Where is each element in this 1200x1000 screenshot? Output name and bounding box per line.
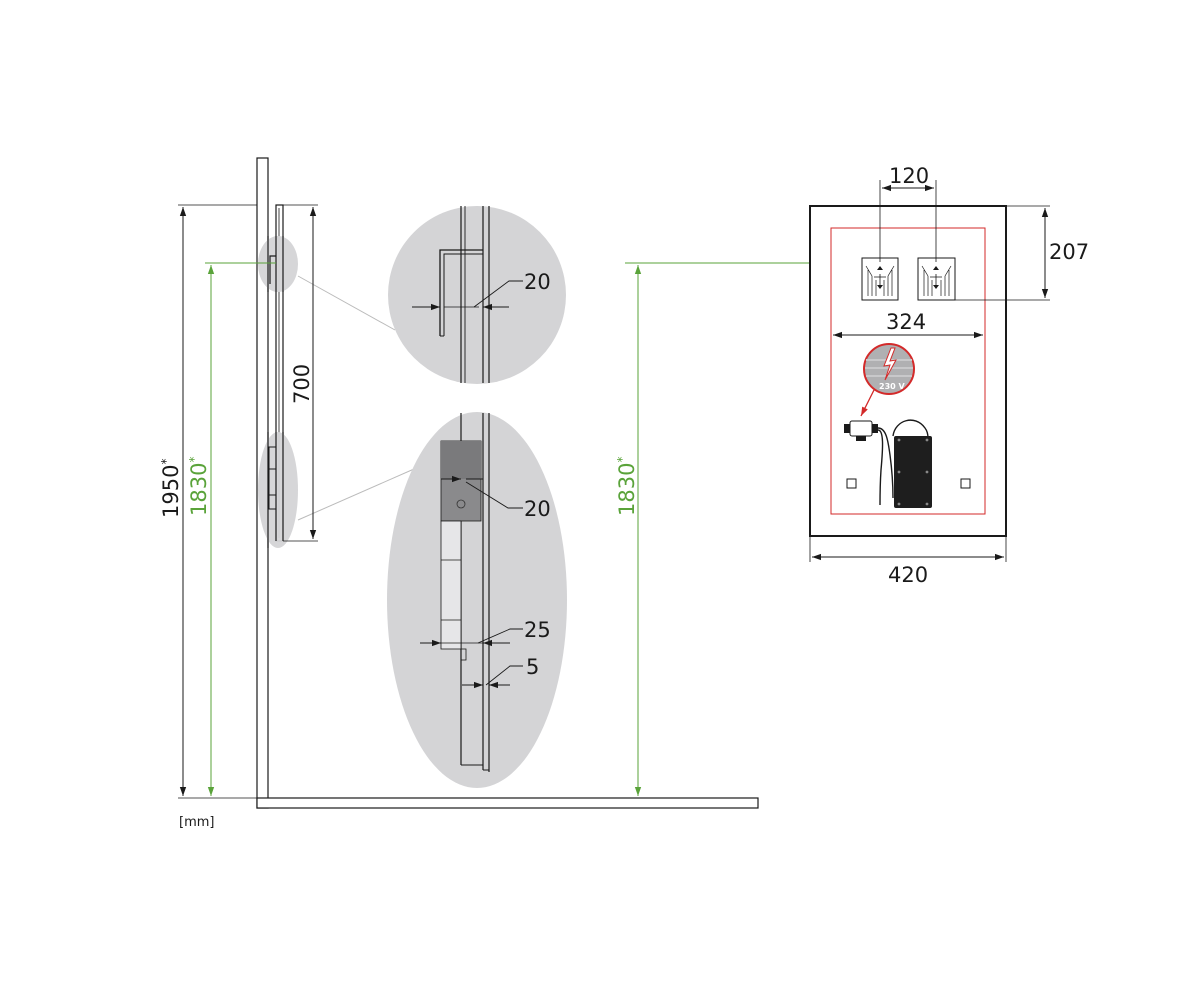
dim-box-offset: 20 — [524, 497, 551, 521]
voltage-warning: 230 V — [860, 343, 915, 417]
side-view: 1950* 1830* 700 [mm] — [159, 157, 759, 830]
detail-circle-bottom — [387, 412, 567, 788]
bracket-left — [861, 257, 899, 301]
dim-bracket-top: 207 — [1049, 240, 1089, 264]
dim-wall-gap: 5 — [526, 655, 539, 679]
unit-label: [mm] — [179, 815, 214, 830]
dim-bracket-width: 324 — [886, 310, 926, 334]
dim-1830-front: 1830* — [615, 457, 639, 516]
dim-1830-side: 1830* — [187, 457, 211, 516]
driver-box — [894, 436, 932, 508]
detail-view-top: 20 — [388, 206, 566, 384]
front-view: 1830* 120 207 324 — [615, 164, 1089, 796]
dim-hook-gap: 20 — [524, 270, 551, 294]
bracket-right — [917, 257, 956, 301]
fixing-point-left — [846, 478, 857, 489]
dim-box-depth: 25 — [524, 618, 551, 642]
detail-marker-bottom — [258, 432, 298, 548]
voltage-label: 230 V — [879, 382, 905, 391]
mounting-area — [830, 227, 986, 515]
dim-bracket-spacing: 120 — [889, 164, 929, 188]
detail-marker-top — [258, 236, 298, 292]
floor — [256, 797, 759, 809]
power-connector — [844, 419, 929, 506]
dim-1950: 1950* — [159, 459, 183, 518]
dim-700: 700 — [290, 364, 314, 404]
dim-mirror-width: 420 — [888, 563, 928, 587]
hook-small — [269, 255, 276, 284]
lightning-icon — [883, 347, 897, 381]
detail-circle-top — [388, 206, 566, 384]
fixing-point-right — [960, 478, 971, 489]
detail-view-bottom: 20 25 5 — [387, 412, 567, 788]
